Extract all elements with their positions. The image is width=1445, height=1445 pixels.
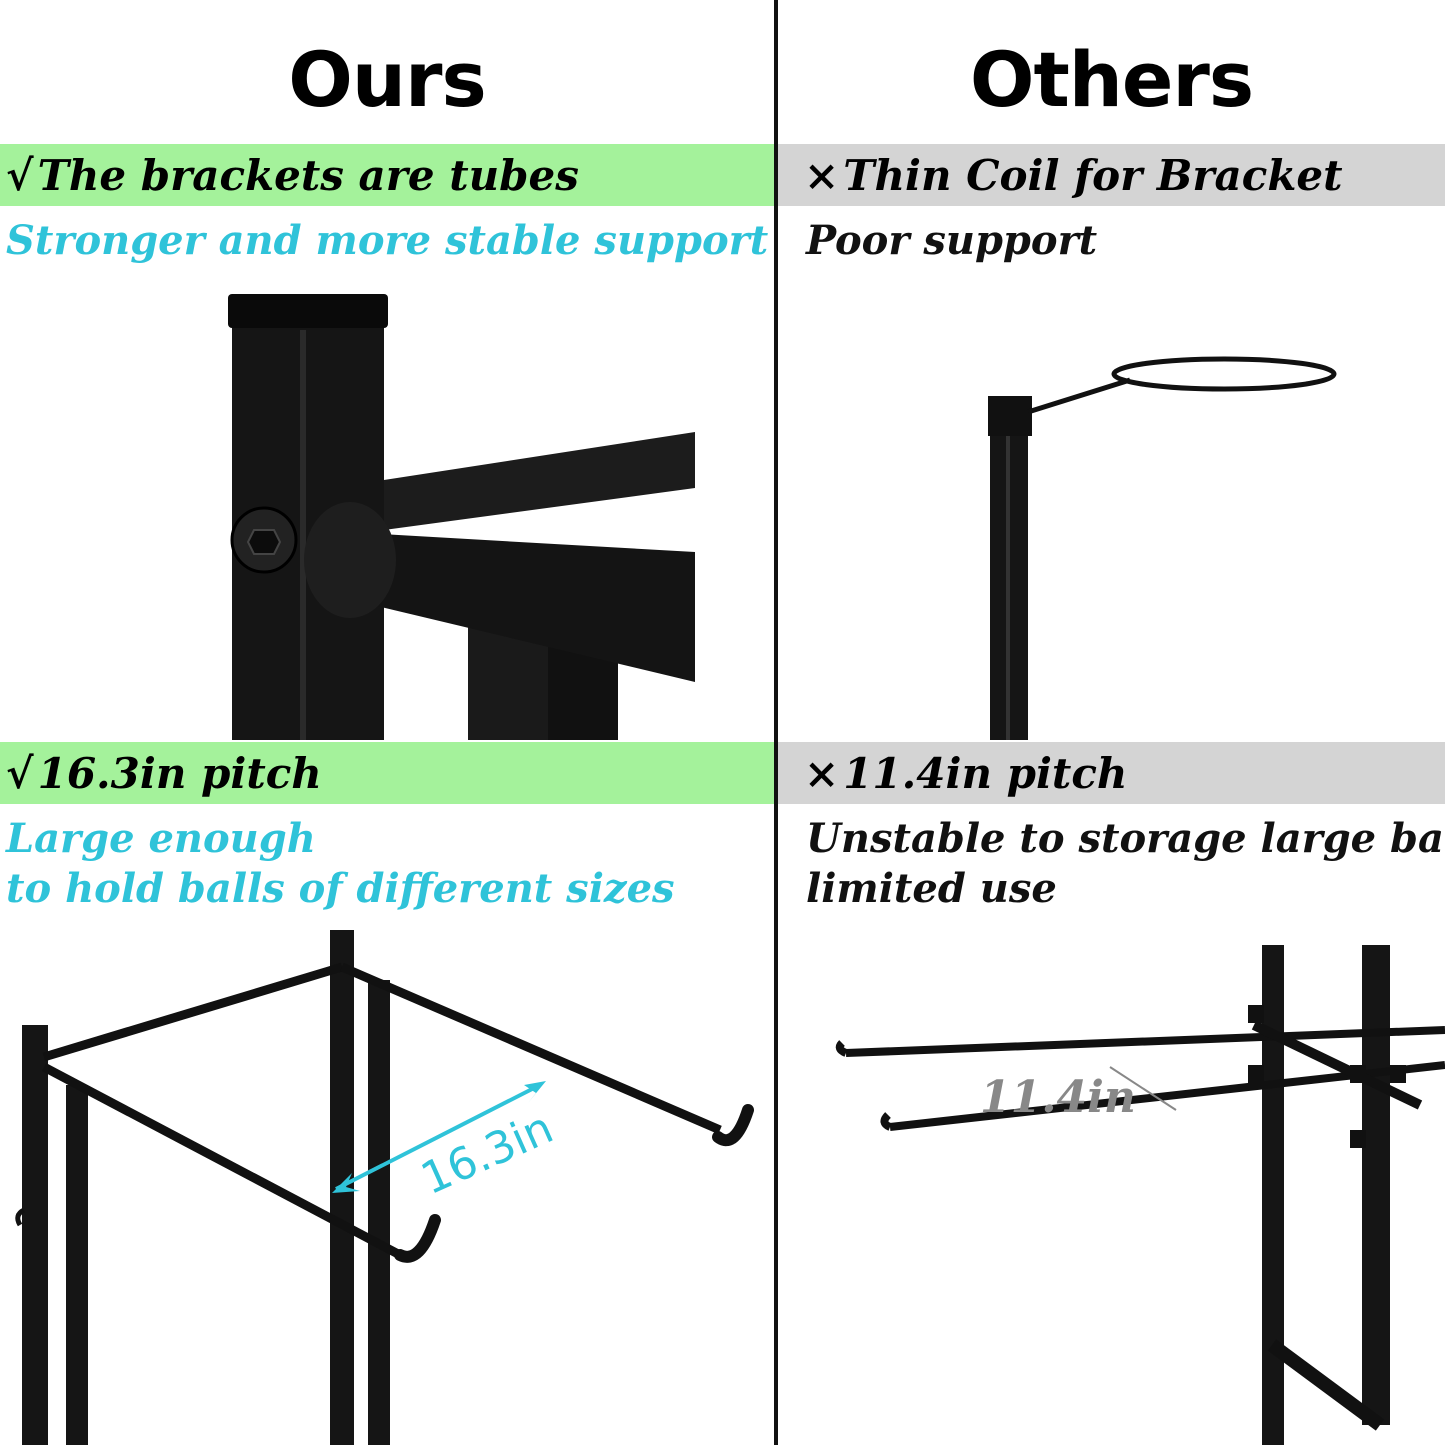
- others-pitch-subtitle-line2: limited use: [806, 865, 1057, 912]
- ours-pitch-label: 16.3in pitch: [37, 748, 322, 798]
- ours-pitch-subtitle-line1: Large enough: [6, 815, 316, 862]
- others-title: Others: [969, 35, 1254, 124]
- cross-icon: ×: [804, 748, 840, 798]
- center-divider: [774, 0, 778, 1445]
- check-icon: √: [6, 150, 34, 200]
- others-pitch-subtitle-line1: Unstable to storage large balls,: [806, 815, 1445, 862]
- ours-bracket-subtitle: Stronger and more stable support: [6, 217, 769, 264]
- ours-pitch-measurement: 16.3in: [414, 1102, 561, 1205]
- others-pitch-band: × 11.4in pitch: [778, 742, 1445, 804]
- ours-pitch-rack-image: 16.3in: [15, 930, 754, 1445]
- check-icon: √: [6, 748, 34, 798]
- ours-tube-bracket-image: [228, 294, 695, 740]
- ours-title: Ours: [288, 35, 486, 124]
- others-pitch-rack-image: 11.4in: [835, 945, 1445, 1445]
- ours-bracket-label: The brackets are tubes: [37, 150, 579, 200]
- others-pitch-label: 11.4in pitch: [843, 748, 1128, 798]
- others-bracket-band: × Thin Coil for Bracket: [778, 144, 1445, 206]
- ours-pitch-band: √ 16.3in pitch: [0, 742, 774, 804]
- ours-pitch-subtitle-line2: to hold balls of different sizes: [6, 865, 675, 912]
- others-coil-bracket-image: [988, 356, 1337, 740]
- others-bracket-subtitle: Poor support: [806, 217, 1098, 264]
- others-bracket-label: Thin Coil for Bracket: [843, 150, 1343, 200]
- others-pitch-measurement: 11.4in: [980, 1072, 1136, 1123]
- ours-bracket-band: √ The brackets are tubes: [0, 144, 774, 206]
- cross-icon: ×: [804, 150, 840, 200]
